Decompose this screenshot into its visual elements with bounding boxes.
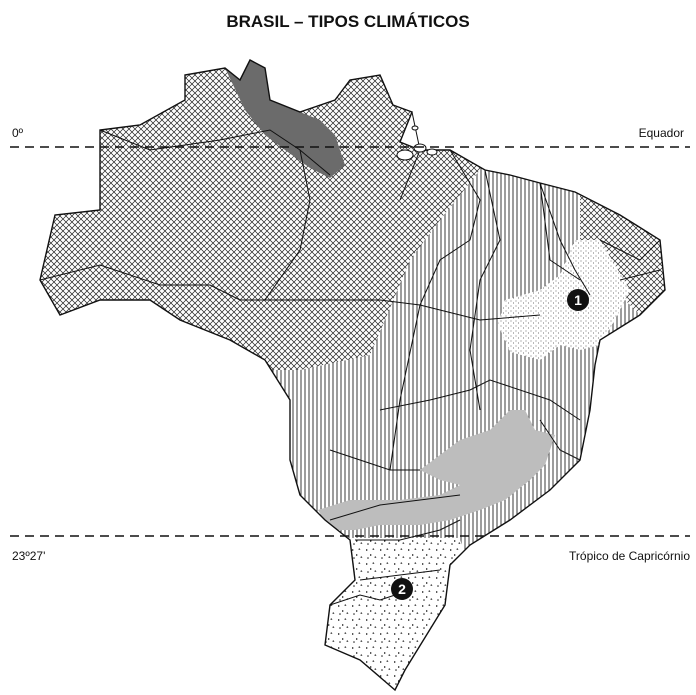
equator-label: Equador <box>638 126 684 140</box>
marker-2-label: 2 <box>398 581 406 597</box>
tropic-label: Trópico de Capricórnio <box>569 549 690 563</box>
equator-degree-label: 0º <box>12 126 24 140</box>
zone-subtropical <box>320 538 465 690</box>
zone-equatorial-dark <box>225 60 345 178</box>
map-title: BRASIL – TIPOS CLIMÁTICOS <box>226 12 470 31</box>
amazon-delta-islands <box>396 125 438 161</box>
state-borders <box>39 111 661 606</box>
zone-tropical-altitude <box>318 410 555 530</box>
marker-2: 2 <box>391 578 413 600</box>
tropic-degree-label: 23º27' <box>12 549 46 563</box>
marker-1: 1 <box>567 289 589 311</box>
marker-1-label: 1 <box>574 292 582 308</box>
zone-semiarid <box>498 240 630 360</box>
